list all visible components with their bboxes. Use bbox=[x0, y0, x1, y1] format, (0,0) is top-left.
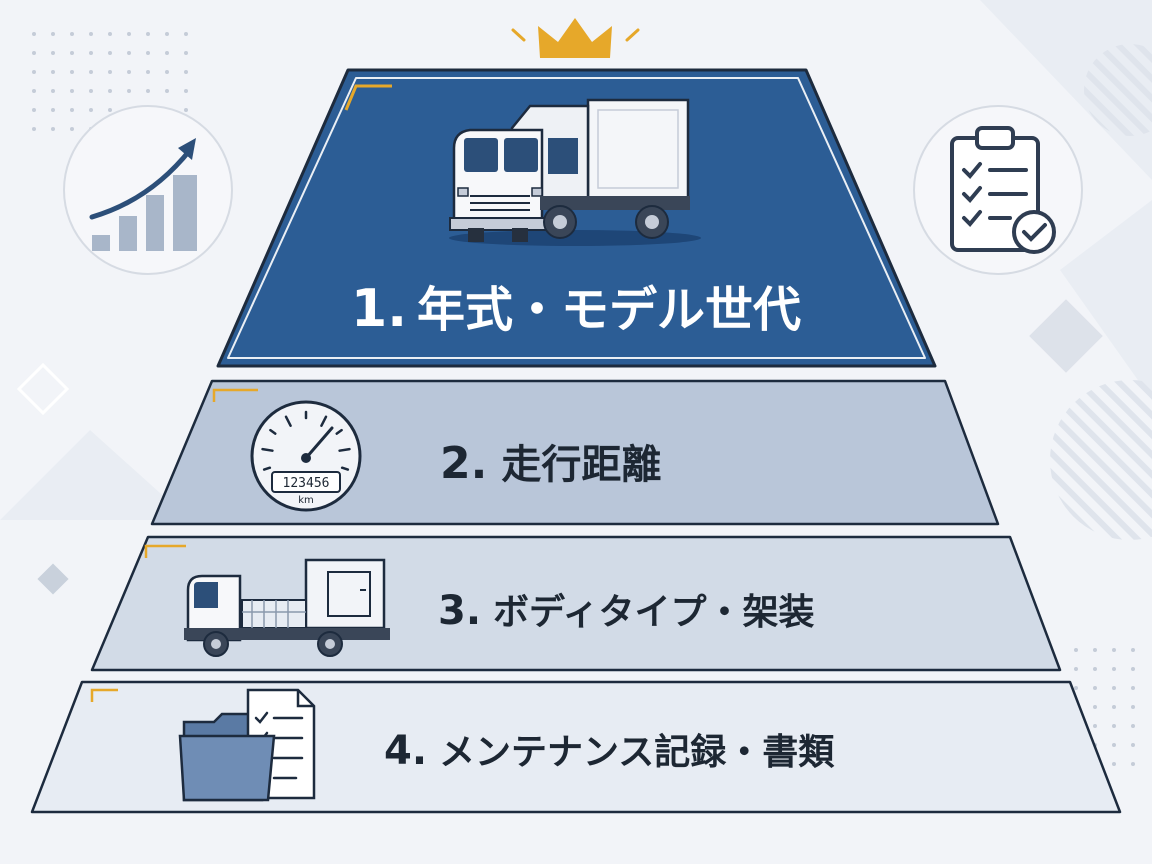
decor-dot bbox=[1131, 648, 1135, 652]
odometer-tick bbox=[320, 415, 328, 427]
decor-dot bbox=[89, 70, 93, 74]
decor-dot bbox=[32, 32, 36, 36]
decor-dot bbox=[1074, 648, 1078, 652]
decor-dot bbox=[127, 70, 131, 74]
odometer-icon: 123456 km bbox=[250, 400, 362, 512]
decor-dot bbox=[51, 51, 55, 55]
tier-3-label: 3.ボディタイプ・架装 bbox=[438, 588, 815, 634]
decor-dot bbox=[32, 108, 36, 112]
decor-dot bbox=[1131, 667, 1135, 671]
decor-dot bbox=[1093, 648, 1097, 652]
odometer-tick bbox=[269, 428, 277, 435]
decor-dot bbox=[1131, 686, 1135, 690]
decor-dot bbox=[146, 89, 150, 93]
odometer-tick bbox=[261, 447, 274, 452]
decor-dot bbox=[70, 89, 74, 93]
decor-dot bbox=[165, 89, 169, 93]
clipboard-checklist-icon bbox=[913, 105, 1083, 275]
decor-dot bbox=[1112, 667, 1116, 671]
odometer-tick bbox=[262, 466, 272, 471]
decor-dot bbox=[1093, 686, 1097, 690]
decor-dot bbox=[70, 70, 74, 74]
tier-3: 3.ボディタイプ・架装 bbox=[90, 535, 1062, 672]
decor-dot bbox=[32, 51, 36, 55]
decor-dot bbox=[1074, 667, 1078, 671]
odometer-tick bbox=[340, 466, 350, 471]
decor-dot bbox=[1093, 724, 1097, 728]
decor-dot bbox=[165, 70, 169, 74]
odometer-tick bbox=[335, 428, 343, 435]
flatbed-box-truck-icon bbox=[184, 558, 390, 657]
decor-dot bbox=[108, 89, 112, 93]
decor-dot bbox=[51, 89, 55, 93]
decor-dot bbox=[89, 32, 93, 36]
decor-dot bbox=[32, 89, 36, 93]
odometer-tick bbox=[338, 447, 351, 452]
box-truck-front-icon bbox=[449, 98, 701, 246]
decor-dot bbox=[1112, 705, 1116, 709]
decor-dot bbox=[127, 51, 131, 55]
decor-dot bbox=[89, 89, 93, 93]
tier-4: 4.メンテナンス記録・書類 bbox=[30, 680, 1122, 814]
decor-dot bbox=[1131, 724, 1135, 728]
decor-dot bbox=[51, 32, 55, 36]
decor-dot bbox=[108, 108, 112, 112]
decor-dot bbox=[184, 32, 188, 36]
decor-dot bbox=[184, 70, 188, 74]
crown-icon bbox=[511, 18, 640, 58]
decor-dot bbox=[70, 108, 74, 112]
decor-dot bbox=[89, 51, 93, 55]
decor-dot bbox=[1131, 743, 1135, 747]
decor-dot bbox=[89, 108, 93, 112]
decor-dot bbox=[184, 108, 188, 112]
decor-dot bbox=[108, 70, 112, 74]
decor-dot bbox=[51, 108, 55, 112]
decor-dot bbox=[32, 70, 36, 74]
decor-dot bbox=[1112, 686, 1116, 690]
decor-dot bbox=[1093, 667, 1097, 671]
decor-dot bbox=[70, 51, 74, 55]
odometer-unit: km bbox=[298, 495, 314, 506]
tier-2-shape bbox=[150, 379, 1000, 526]
decor-dot bbox=[127, 89, 131, 93]
odometer-reading: 123456 bbox=[283, 476, 330, 491]
decor-dot bbox=[1112, 724, 1116, 728]
folder-documents-icon bbox=[178, 688, 316, 802]
decor-dot bbox=[1131, 705, 1135, 709]
decor-dot bbox=[32, 127, 36, 131]
odometer-tick bbox=[284, 415, 292, 427]
decor-dot bbox=[51, 70, 55, 74]
decor-dot bbox=[51, 127, 55, 131]
decor-dot bbox=[108, 51, 112, 55]
decor-dot bbox=[184, 89, 188, 93]
decor-dot bbox=[70, 127, 74, 131]
decor-dot bbox=[1112, 762, 1116, 766]
tier-2-label: 2.走行距離 bbox=[440, 438, 661, 489]
tier-1: 1.年式・モデル世代 bbox=[216, 68, 937, 368]
tier-2: 123456 km 2.走行距離 bbox=[150, 379, 1000, 526]
tier-1-label: 1.年式・モデル世代 bbox=[351, 279, 801, 339]
decor-dot bbox=[1112, 648, 1116, 652]
decor-dot bbox=[1093, 705, 1097, 709]
decor-dot bbox=[165, 51, 169, 55]
growth-chart-icon bbox=[63, 105, 233, 275]
decor-dot bbox=[146, 32, 150, 36]
tier-4-label: 4.メンテナンス記録・書類 bbox=[384, 728, 835, 774]
decor-dot bbox=[165, 32, 169, 36]
decor-dot bbox=[70, 32, 74, 36]
decor-dot bbox=[184, 51, 188, 55]
decor-dot bbox=[1112, 743, 1116, 747]
decor-dot bbox=[127, 32, 131, 36]
decor-dot bbox=[1131, 762, 1135, 766]
decor-dot bbox=[146, 51, 150, 55]
decor-dot bbox=[108, 32, 112, 36]
decor-dot bbox=[146, 70, 150, 74]
decor-dot bbox=[1074, 686, 1078, 690]
